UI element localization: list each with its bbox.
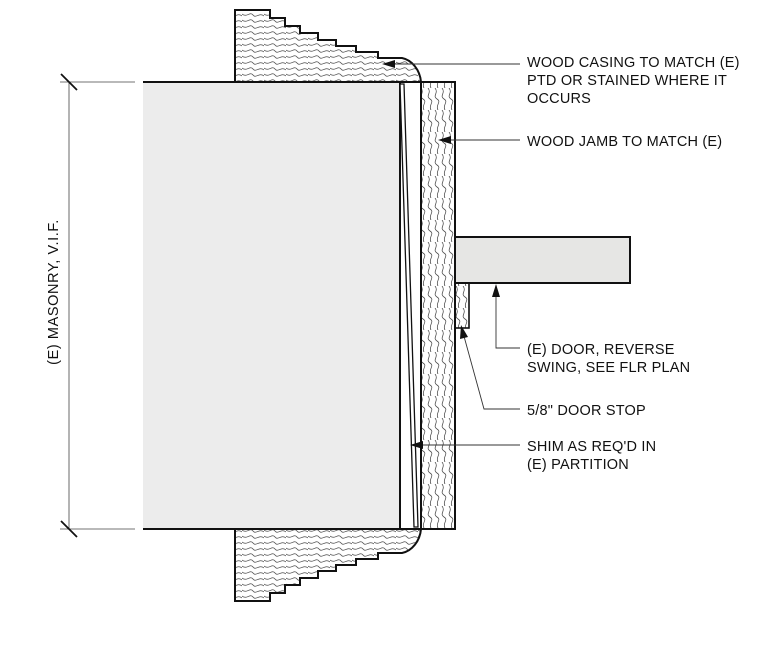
- shim-note-line-1: SHIM AS REQ'D IN: [527, 439, 656, 455]
- wood-jamb: [420, 81, 456, 530]
- shim-leader: [410, 441, 520, 449]
- casing-note-line-1: WOOD CASING TO MATCH (E): [527, 55, 740, 71]
- shim-note: SHIM AS REQ'D IN (E) PARTITION: [527, 439, 656, 473]
- shim: [399, 83, 419, 528]
- dimension-label: (E) MASONRY, V.I.F.: [46, 219, 62, 365]
- upper-wood-casing: [234, 9, 423, 83]
- stop-leader: [460, 325, 520, 410]
- lower-wood-casing: [234, 528, 423, 602]
- door-note-line-1: (E) DOOR, REVERSE: [527, 342, 675, 358]
- jamb-note: WOOD JAMB TO MATCH (E): [527, 134, 722, 150]
- casing-note: WOOD CASING TO MATCH (E) PTD OR STAINED …: [527, 55, 740, 107]
- door-stop: [454, 282, 470, 329]
- jamb-leader: [438, 136, 520, 144]
- door-note: (E) DOOR, REVERSE SWING, SEE FLR PLAN: [527, 342, 690, 376]
- casing-note-line-2: PTD OR STAINED WHERE IT: [527, 73, 727, 89]
- existing-door: [454, 236, 631, 284]
- stop-note: 5/8" DOOR STOP: [527, 403, 646, 419]
- dimension-tick-top: [60, 73, 78, 91]
- jamb-note-line-1: WOOD JAMB TO MATCH (E): [527, 134, 722, 150]
- door-leader: [492, 284, 520, 349]
- dimension-tick-bottom: [60, 520, 78, 538]
- door-note-line-2: SWING, SEE FLR PLAN: [527, 360, 690, 376]
- casing-note-line-3: OCCURS: [527, 91, 591, 107]
- shim-note-line-2: (E) PARTITION: [527, 457, 629, 473]
- masonry-wall: [143, 82, 400, 529]
- stop-note-line-1: 5/8" DOOR STOP: [527, 403, 646, 419]
- casing-leader: [382, 60, 520, 68]
